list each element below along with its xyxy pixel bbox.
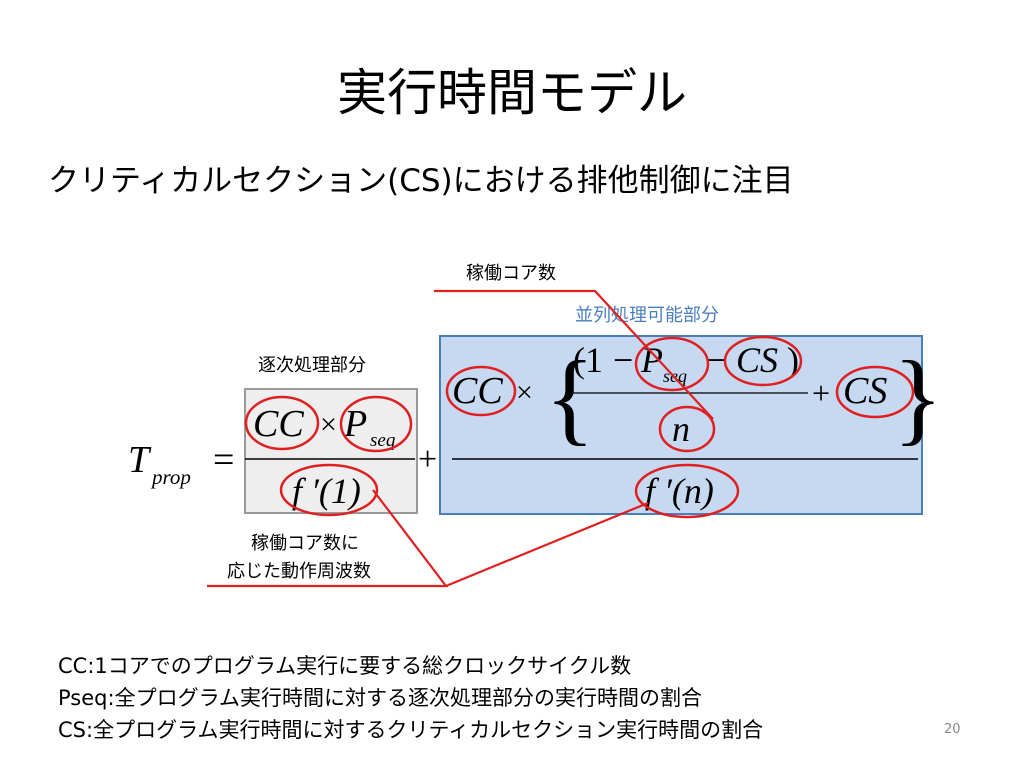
eq-lhs-subscript: prop (150, 465, 191, 489)
definition-term: Pseq (58, 686, 108, 710)
eq-CS-1: CS (736, 340, 778, 380)
highlight-f-prime-n (634, 463, 740, 519)
eq-plus-1: + (418, 441, 437, 478)
eq-f-prime-1: f ′(1) (292, 471, 361, 511)
eq-n: n (672, 409, 690, 449)
eq-times-2: × (516, 376, 533, 409)
eq-seq-subscript-1: seq (370, 430, 396, 451)
highlight-CC-1 (244, 395, 320, 451)
note-parallel-part: 並列処理可能部分 (575, 305, 719, 326)
parallel-part-box (439, 335, 923, 515)
eq-left-brace: { (545, 340, 595, 455)
eq-CC-2: CC (452, 370, 503, 412)
definition-term: CS (58, 718, 86, 742)
highlight-CS-2 (835, 365, 915, 419)
eq-times-1: × (320, 408, 337, 441)
slide-subtitle: クリティカルセクション(CS)における排他制御に注目 (48, 163, 794, 199)
note-sequential-part: 逐次処理部分 (258, 355, 366, 376)
highlight-n (658, 405, 716, 453)
definition-item: Pseq:全プログラム実行時間に対する逐次処理部分の実行時間の割合 (58, 682, 763, 714)
eq-f-prime-n: f ′(n) (645, 471, 714, 511)
highlight-Pseq-2 (634, 336, 710, 392)
note-active-cores: 稼働コア数 (466, 263, 556, 284)
definition-term: CC (58, 654, 88, 678)
eq-equals: = (213, 439, 234, 481)
definition-item: CS:全プログラム実行時間に対するクリティカルセクション実行時間の割合 (58, 714, 763, 746)
page-number: 20 (944, 722, 961, 737)
note-frequency-line1: 稼働コア数に (251, 533, 359, 554)
highlight-CS-1 (723, 335, 803, 387)
definition-separator: : (87, 654, 95, 678)
eq-one-open-paren: (1 (573, 340, 603, 380)
connector-frequency-to-fn (445, 501, 649, 588)
highlight-Pseq-1 (339, 395, 413, 453)
eq-minus-1: − (613, 340, 633, 380)
eq-P-2: P (640, 340, 663, 380)
slide-title: 実行時間モデル (337, 64, 687, 122)
eq-lhs-T: T (128, 439, 152, 481)
definitions-list: CC:1コアでのプログラム実行に要する総クロックサイクル数 Pseq:全プログラ… (58, 650, 763, 746)
sequential-part-box (244, 388, 418, 514)
eq-minus-2: − (706, 340, 726, 380)
eq-CC-1: CC (253, 403, 304, 445)
definition-text: 全プログラム実行時間に対するクリティカルセクション実行時間の割合 (93, 718, 764, 742)
eq-CS-2: CS (843, 370, 887, 412)
definition-item: CC:1コアでのプログラム実行に要する総クロックサイクル数 (58, 650, 763, 682)
highlight-f-prime-1 (279, 463, 379, 517)
definition-separator: : (86, 718, 94, 742)
eq-right-brace: } (893, 340, 943, 455)
eq-plus-2: + (812, 375, 830, 411)
definition-text: 1コアでのプログラム実行に要する総クロックサイクル数 (94, 654, 632, 678)
connector-active-cores-to-n (434, 289, 714, 420)
definition-separator: : (107, 686, 115, 710)
definition-text: 全プログラム実行時間に対する逐次処理部分の実行時間の割合 (114, 686, 702, 710)
highlight-CC-2 (445, 365, 517, 417)
note-frequency-line2: 応じた動作周波数 (227, 561, 371, 582)
